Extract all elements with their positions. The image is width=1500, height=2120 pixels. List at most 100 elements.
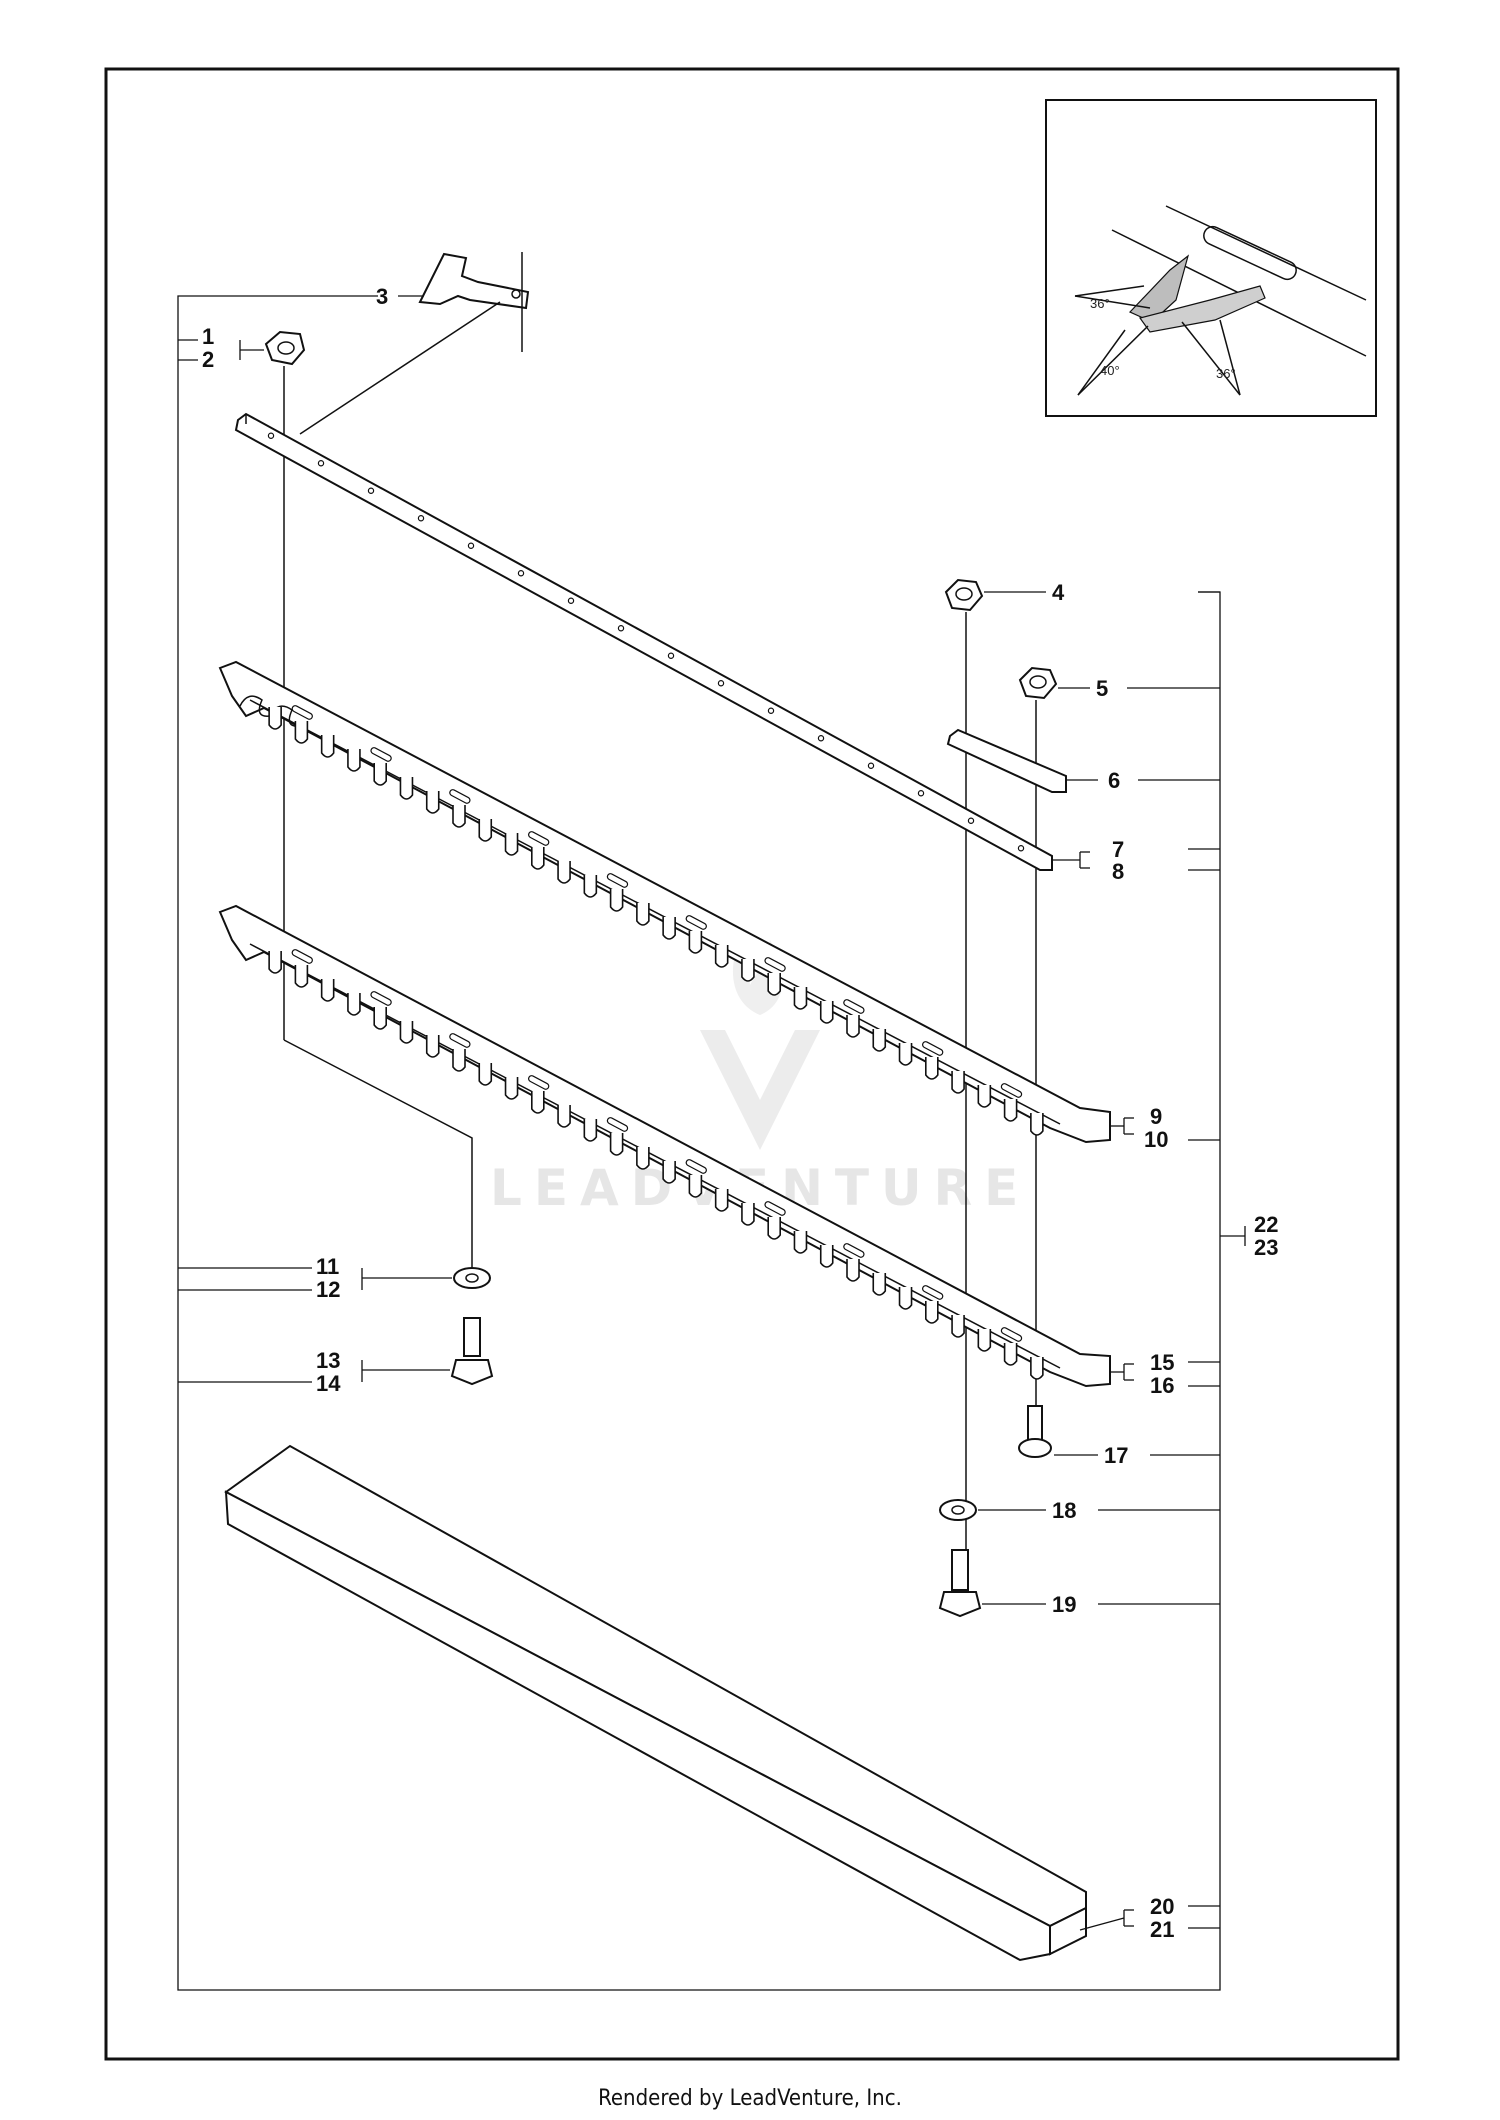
blade-tooth [872,1273,887,1296]
blade-tooth [819,1245,834,1268]
bar-hole [667,652,675,659]
part-17-screw [1018,1405,1052,1458]
blade-tooth [531,1091,545,1114]
blade-tooth [688,931,703,954]
callout-3: 3 [376,284,388,309]
callout-21: 21 [1150,1917,1174,1942]
blade-tooth [898,1287,913,1310]
callout-14: 14 [316,1371,341,1396]
blade-tooth [636,903,650,926]
blade-tooth [399,1021,414,1044]
blade-tooth [399,777,414,800]
callout-9: 9 [1150,1104,1162,1129]
blade-tooth [688,1175,703,1198]
part-9-10-upper-blade [218,660,1111,1144]
blade-slot [1000,1083,1023,1098]
blade-tooth [425,1035,440,1058]
blade-tooth [294,721,309,744]
callout-19: 19 [1052,1592,1076,1617]
blade-tooth [609,1133,624,1156]
blade-slot [606,873,629,888]
blade-tooth [347,749,361,772]
bar-hole [567,597,575,604]
callout-17: 17 [1104,1443,1128,1468]
blade-tooth [741,959,755,982]
blade-tooth [504,1077,519,1100]
bar-hole [717,680,725,687]
blade-tooth [478,819,493,842]
bar-hole [967,817,975,824]
blade-slot [291,949,313,964]
blade-tooth [320,979,335,1002]
blade-tooth [268,951,282,974]
blade-slot [843,1243,865,1258]
inset-angle-bottom: 40° [1100,363,1120,378]
blade-slot [449,789,471,804]
blade-tooth [268,707,282,730]
callout-20: 20 [1150,1894,1174,1919]
blade-slot [528,831,550,846]
blade-tooth [714,945,729,968]
blade-tooth [925,1301,939,1324]
blade-tooth [373,763,387,786]
blade-slot [606,1117,629,1132]
callout-10: 10 [1144,1127,1168,1152]
blade-tooth [636,1147,650,1170]
blade-tooth [425,791,440,814]
blade-tooth [531,847,545,870]
top-bar-holes [267,432,1025,852]
upper-blade-teeth [268,705,1044,1136]
blade-tooth [1003,1099,1018,1122]
lower-blade-teeth [268,949,1044,1380]
callout-6: 6 [1108,768,1120,793]
callout-22: 22 [1254,1212,1278,1237]
bar-hole [417,515,425,522]
blade-slot [764,1201,786,1216]
blade-tooth [662,917,676,940]
blade-tooth [951,1071,965,1094]
blade-slot [843,999,865,1014]
inset-frame [1045,99,1377,417]
part-20-21-blade-cover [224,1444,1087,1962]
blade-tooth [741,1203,755,1226]
blade-tooth [609,889,624,912]
blade-tooth [898,1043,913,1066]
callout-5: 5 [1096,676,1108,701]
part-5-nut [1018,666,1058,700]
part-13-14-bolt [450,1317,494,1386]
blade-tooth [662,1161,676,1184]
callout-4: 4 [1052,580,1065,605]
bar-hole [317,460,325,467]
blade-tooth [557,1105,571,1128]
blade-slot [922,1285,944,1300]
blade-slot [685,1159,707,1174]
callout-11: 11 [316,1254,339,1279]
callout-23: 23 [1254,1235,1278,1260]
part-6-spacer [946,728,1067,793]
callout-15: 15 [1150,1350,1174,1375]
blade-slot [528,1075,550,1090]
blade-slot [764,957,786,972]
blade-slot [685,915,707,930]
bar-hole [267,432,275,439]
blade-slot [370,991,392,1006]
callout-8: 8 [1112,859,1124,884]
blade-tooth [1003,1343,1018,1366]
blade-tooth [925,1057,939,1080]
inset-detail: 36° 40° 36° [1045,99,1377,417]
callout-16: 16 [1150,1373,1174,1398]
blade-slot [291,705,313,720]
pair-ticks [1079,851,1134,1927]
blade-tooth [977,1329,992,1352]
part-7-8-top-bar [234,412,1053,871]
watermark: LEADVENTURE [490,940,1018,1217]
inset-angle-left: 36° [1090,296,1110,311]
blade-tooth [373,1007,387,1030]
blade-tooth [504,833,519,856]
blade-slot [922,1041,944,1056]
callout-18: 18 [1052,1498,1076,1523]
bar-hole [1017,845,1025,852]
blade-tooth [819,1001,834,1024]
bar-hole [467,542,475,549]
